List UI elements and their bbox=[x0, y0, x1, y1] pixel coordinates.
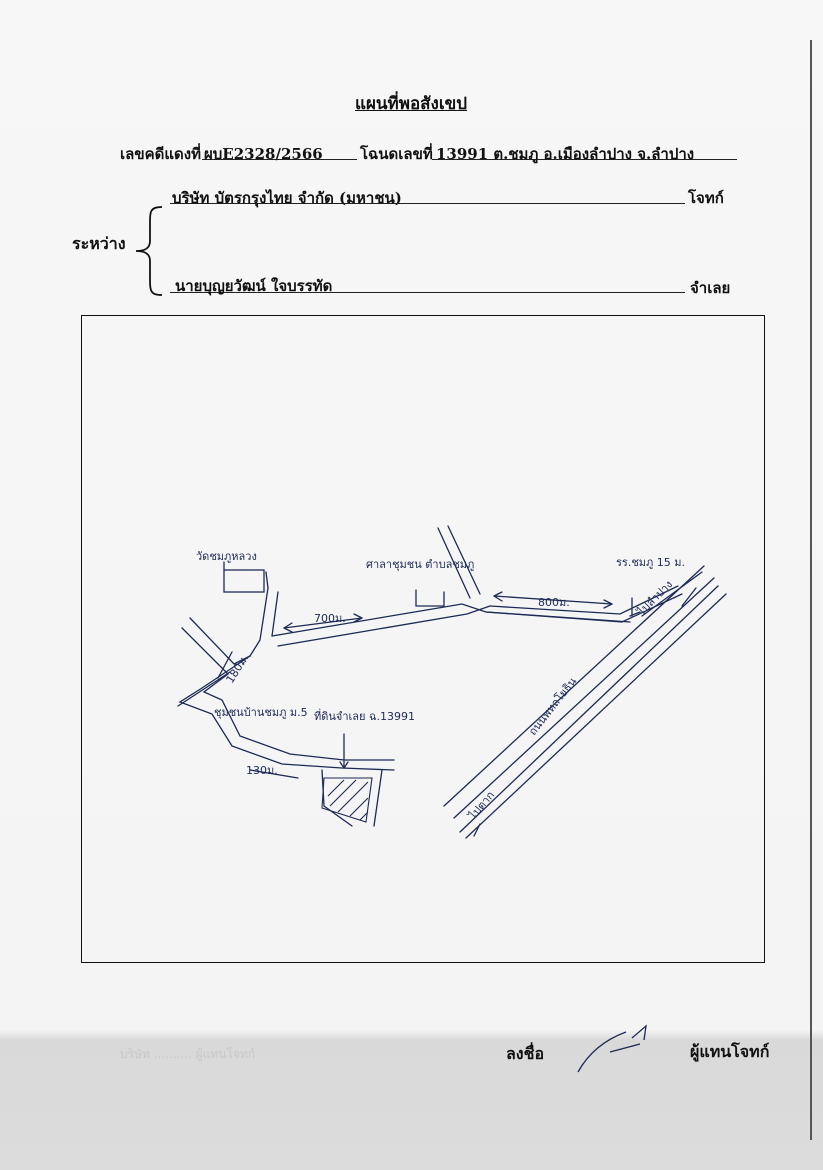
plaintiff-role: โจทก์ bbox=[688, 189, 724, 207]
defendant-plot-icon bbox=[321, 777, 373, 823]
road-village-a bbox=[178, 655, 395, 771]
faint-stamp-text: บริษัท .......... ผู้แทนโจทก์ bbox=[120, 1047, 256, 1061]
school-marker bbox=[629, 597, 641, 617]
map-label-school: รร.ชมภู 15 ม. bbox=[616, 556, 685, 569]
map-label-to-bangkok: ไปตาก bbox=[466, 789, 497, 823]
road-right-b bbox=[489, 585, 679, 615]
shrine-building-icon bbox=[415, 589, 445, 607]
road-middle-b bbox=[277, 605, 491, 647]
highway-line-2 bbox=[453, 577, 715, 819]
to-bangkok-arrow-icon bbox=[473, 823, 481, 837]
highway-top-stub bbox=[641, 571, 703, 617]
signature-label: ลงชื่อ bbox=[506, 1044, 545, 1063]
map-label-800: 800ม. bbox=[538, 596, 570, 609]
deed-number-line bbox=[432, 159, 737, 160]
temple-building-icon bbox=[223, 569, 265, 593]
road-temple-lower bbox=[271, 591, 279, 637]
map-label-plot: ที่ดินจำเลย ฉ.13991 bbox=[314, 708, 415, 723]
arrow-800-head-left bbox=[493, 591, 503, 602]
highway-line-1 bbox=[443, 565, 705, 807]
sketch-map: วัดชมภูหลวง ศาลาชุมชน ตำบลชมภู 700ม. 800… bbox=[177, 525, 727, 839]
map-label-700: 700ม. bbox=[314, 612, 346, 625]
arrow-700-head-left bbox=[283, 622, 293, 633]
to-lampang-arrow-icon bbox=[681, 587, 697, 607]
highway-line-3 bbox=[459, 585, 719, 833]
between-label: ระหว่าง bbox=[72, 234, 126, 253]
road-temple-upper bbox=[249, 587, 269, 657]
highway-line-4 bbox=[465, 593, 727, 839]
plaintiff-line bbox=[170, 203, 685, 204]
map-label-village: ชุมชนบ้านชมภู ม.5 bbox=[214, 706, 308, 719]
road-plot-a bbox=[321, 769, 353, 827]
plaintiff-name: บริษัท บัตรกรุงไทย จำกัด (มหาชน) bbox=[172, 189, 402, 207]
page-edge-line bbox=[810, 40, 812, 1140]
temple-connector bbox=[223, 561, 269, 589]
arrow-800 bbox=[493, 595, 613, 605]
arrow-700 bbox=[283, 617, 363, 629]
signature-mark bbox=[577, 1024, 647, 1073]
road-plot-b bbox=[373, 769, 383, 827]
map-label-highway: ถนนพหลโยธิน bbox=[525, 674, 579, 738]
road-left-diagonal-b bbox=[181, 627, 229, 675]
document-title: แผนที่พอสังเขป bbox=[355, 94, 468, 114]
arrow-800-head-right bbox=[603, 599, 613, 609]
signature-role: ผู้แทนโจทก์ bbox=[690, 1042, 770, 1061]
defendant-role: จำเลย bbox=[690, 279, 731, 297]
road-to-shrine-b bbox=[447, 525, 481, 595]
road-right-a bbox=[485, 593, 683, 623]
case-number-value: ผบE2328/2566 bbox=[204, 145, 323, 163]
plot-arrow-head bbox=[339, 761, 349, 769]
map-label-temple: วัดชมภูหลวง bbox=[196, 550, 257, 563]
road-left-diagonal-a bbox=[189, 617, 251, 665]
arrow-130 bbox=[249, 769, 299, 779]
defendant-name: นายบุญยวัฒน์ ใจบรรทัด bbox=[175, 277, 333, 295]
road-shortcut bbox=[177, 671, 231, 707]
deed-number-value: 13991 ต.ชมภู อ.เมืองลำปาง จ.ลำปาง bbox=[436, 145, 695, 163]
case-number-line bbox=[202, 159, 357, 160]
arrow-180 bbox=[217, 651, 233, 679]
deed-number-label: โฉนดเลขที่ bbox=[360, 145, 433, 163]
case-number-label: เลขคดีแดงที่ bbox=[120, 145, 201, 163]
road-to-shrine-a bbox=[437, 527, 471, 599]
arrow-700-head-right bbox=[353, 613, 363, 623]
map-label-shrine: ศาลาชุมชน ตำบลชมภู bbox=[366, 558, 474, 571]
brace-icon bbox=[135, 206, 163, 296]
defendant-line bbox=[170, 292, 685, 293]
map-frame: วัดชมภูหลวง ศาลาชุมชน ตำบลชมภู 700ม. 800… bbox=[81, 315, 765, 963]
map-label-130: 130ม. bbox=[246, 764, 278, 777]
